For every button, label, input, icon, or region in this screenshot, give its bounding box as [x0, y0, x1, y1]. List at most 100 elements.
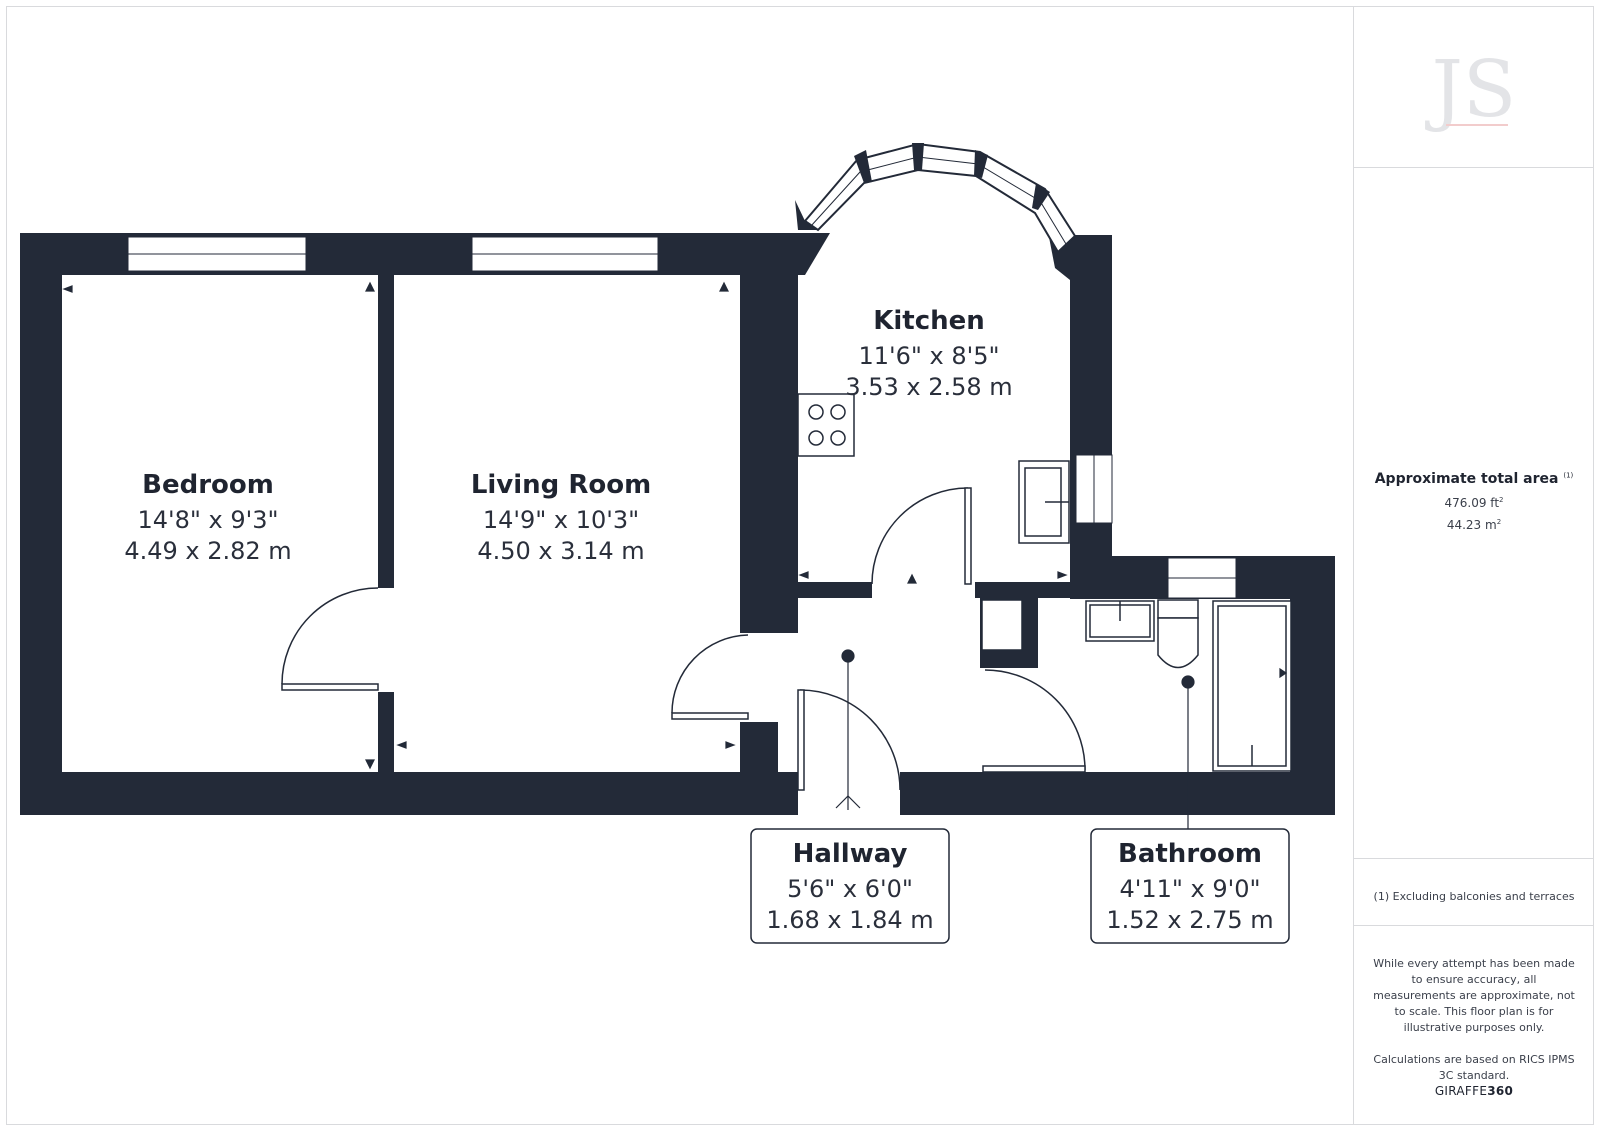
area-sqft-power: 2 — [1499, 496, 1504, 504]
disclaimer-accuracy: While every attempt has been made to ens… — [1373, 957, 1575, 1034]
logo-letters: JS — [1425, 45, 1517, 135]
agency-logo: JS — [1354, 36, 1594, 136]
hallway-metric: 1.68 x 1.84 m — [766, 906, 933, 934]
door-bedroom-leaf — [281, 683, 379, 691]
tick-1 — [62, 285, 73, 293]
door-bedroom-arc — [281, 587, 379, 685]
logo-underline — [1446, 124, 1508, 126]
area-note-marker: (1) — [1563, 471, 1574, 480]
hob-ring-3 — [808, 430, 824, 446]
door-kitchen-arc — [871, 487, 969, 585]
separator-top — [1354, 167, 1594, 168]
wall-kitchen-bottom-left — [778, 582, 872, 598]
separator-bottom — [1354, 925, 1594, 926]
living-room-imperial: 14'9" x 10'3" — [483, 506, 639, 534]
bathroom-label-box: Bathroom 4'11" x 9'0" 1.52 x 2.75 m — [1090, 828, 1290, 944]
hallway-box — [750, 828, 950, 944]
info-sidebar: JS Approximate total area (1) 476.09 ft2… — [1353, 6, 1594, 1125]
wall-bathroom-right — [1290, 556, 1335, 815]
bathroom-metric: 1.52 x 2.75 m — [1106, 906, 1273, 934]
hall-cupboard — [981, 599, 1023, 651]
area-sqft: 476.09 ft2 — [1354, 496, 1594, 510]
logo-mark: JS — [1425, 45, 1517, 135]
tick-4 — [719, 281, 729, 292]
area-sqft-value: 476.09 ft — [1444, 496, 1500, 510]
door-living-arc — [671, 634, 749, 714]
kitchen-name: Kitchen — [873, 306, 985, 336]
living-room-metric: 4.50 x 3.14 m — [477, 537, 644, 565]
disclaimer: While every attempt has been made to ens… — [1372, 956, 1576, 1100]
tick-6 — [725, 741, 736, 749]
doors — [281, 487, 1086, 791]
windows — [127, 236, 1237, 599]
hob-ring-1 — [808, 404, 824, 420]
disclaimer-rics: Calculations are based on RICS IPMS 3C s… — [1373, 1053, 1575, 1082]
bay-mullion-2 — [854, 150, 872, 183]
brand-prefix: GIRAFFE — [1434, 1084, 1488, 1098]
tick-3 — [365, 759, 375, 770]
door-bathroom-leaf — [982, 765, 1086, 773]
tick-5 — [396, 741, 407, 749]
bedroom-metric: 4.49 x 2.82 m — [124, 537, 291, 565]
bay-window-pane — [810, 156, 1067, 245]
tick-8 — [1057, 571, 1068, 579]
wall-living-hall-lower — [740, 722, 778, 772]
wall-bed-living-upper — [378, 275, 394, 588]
wall-bottom-left — [20, 772, 798, 815]
total-area: Approximate total area (1) 476.09 ft2 44… — [1354, 471, 1594, 532]
footnote: (1) Excluding balconies and terraces — [1373, 890, 1575, 903]
measure-markers — [62, 281, 1288, 829]
bathroom-name: Bathroom — [1118, 839, 1262, 869]
bay-mullion-5 — [1032, 183, 1050, 210]
floor-plan: Kitchen 11'6" x 8'5" 3.53 x 2.58 m Bedro… — [20, 142, 1335, 944]
kitchen-imperial: 11'6" x 8'5" — [858, 342, 999, 370]
door-front-arc — [799, 689, 901, 791]
area-title: Approximate total area (1) — [1354, 471, 1594, 487]
hallway-name: Hallway — [793, 839, 908, 869]
living-room-name: Living Room — [471, 470, 651, 500]
bay-mullion-4 — [974, 150, 988, 178]
bay-window — [795, 142, 1077, 254]
bath-tub — [1217, 605, 1287, 767]
bathroom-box — [1090, 828, 1290, 944]
tick-10 — [1279, 667, 1288, 679]
separator-mid — [1354, 858, 1594, 859]
kitchen-metric: 3.53 x 2.58 m — [845, 373, 1012, 401]
hob — [797, 393, 855, 457]
toilet-cistern — [1157, 599, 1199, 619]
room-labels: Kitchen 11'6" x 8'5" 3.53 x 2.58 m Bedro… — [124, 306, 1012, 565]
bathroom-imperial: 4'11" x 9'0" — [1119, 875, 1260, 903]
wall-living-kitchen — [740, 233, 798, 633]
tick-2 — [365, 281, 375, 292]
entrance-arrow — [835, 795, 861, 809]
hallway-leader-dot — [841, 649, 855, 663]
tick-9 — [907, 573, 917, 584]
bay-mullion-3 — [912, 143, 924, 170]
bedroom-name: Bedroom — [142, 470, 274, 500]
door-bathroom-arc — [984, 669, 1086, 771]
door-front-leaf — [797, 689, 805, 791]
wall-bottom-right — [900, 772, 1335, 815]
toilet-bowl — [1157, 617, 1199, 669]
wall-left — [20, 233, 62, 815]
tick-7 — [798, 571, 809, 579]
bathroom-leader-dot — [1181, 675, 1195, 689]
area-sqm-value: 44.23 m — [1446, 518, 1497, 532]
hob-ring-4 — [830, 430, 846, 446]
area-sqm-power: 2 — [1496, 518, 1502, 526]
bay-mullion-1 — [795, 200, 818, 230]
hallway-imperial: 5'6" x 6'0" — [787, 875, 913, 903]
hallway-label-box: Hallway 5'6" x 6'0" 1.68 x 1.84 m — [750, 828, 950, 944]
wall-kitchen-bottom-right — [975, 582, 1087, 598]
area-title-text: Approximate total area — [1374, 471, 1559, 487]
brand-suffix: 360 — [1487, 1084, 1514, 1098]
bedroom-imperial: 14'8" x 9'3" — [137, 506, 278, 534]
fixtures — [797, 393, 1292, 772]
wall-bed-living-lower — [378, 692, 394, 772]
door-kitchen-leaf — [964, 487, 972, 585]
bay-corner-left — [800, 233, 830, 275]
door-living-leaf — [671, 712, 749, 720]
area-sqm: 44.23 m2 — [1354, 518, 1594, 532]
hob-ring-2 — [830, 404, 846, 420]
page-frame — [6, 6, 1594, 1125]
